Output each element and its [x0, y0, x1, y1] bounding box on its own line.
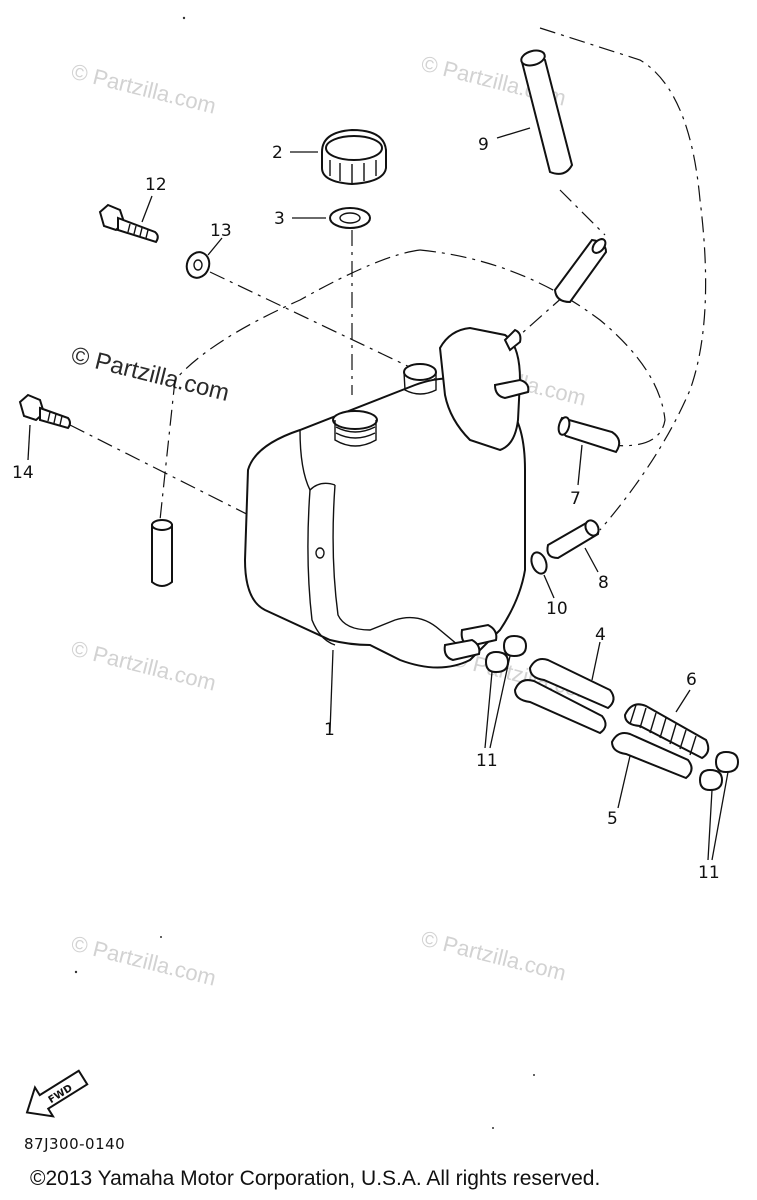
callout-11-right: 11: [698, 863, 720, 883]
watermark-middle-left: © Partzilla.com: [69, 342, 232, 407]
callout-7: 7: [570, 489, 581, 509]
callout-2: 2: [272, 143, 283, 163]
hose-4b: [513, 679, 607, 735]
tank-stud-upper: [493, 378, 530, 400]
callout-10: 10: [546, 599, 568, 619]
callout-4: 4: [595, 625, 606, 645]
callout-11-left: 11: [476, 751, 498, 771]
washer-13: [185, 251, 211, 279]
hose-left-stub: [151, 519, 173, 587]
callout-9: 9: [478, 135, 489, 155]
watermark-bottom-right: © Partzilla.com: [419, 926, 569, 986]
spring-6: [623, 703, 710, 760]
callout-1: 1: [324, 720, 335, 740]
filler-neck: [332, 410, 378, 430]
document-code: 87J300-0140: [24, 1135, 126, 1153]
hose-9: [520, 49, 574, 175]
tank-top-fitting: [503, 328, 522, 352]
specks: [74, 16, 535, 1129]
hose-7: [557, 416, 621, 454]
hose-5: [610, 732, 693, 780]
breather-neck: [403, 363, 437, 381]
bolt-14: [18, 393, 71, 430]
callout-3: 3: [274, 209, 285, 229]
oil-tank: [243, 326, 530, 669]
watermark-lower-left: © Partzilla.com: [69, 636, 219, 696]
clamps-11-left: [484, 634, 528, 674]
filler-cap: [321, 128, 387, 186]
clamps-11-right: [698, 750, 740, 792]
watermark-top-left: © Partzilla.com: [69, 59, 219, 119]
callout-13: 13: [210, 221, 232, 241]
hose-4: [528, 658, 615, 710]
fwd-arrow: FWD: [25, 1069, 89, 1118]
callout-14: 14: [12, 463, 34, 483]
hose-short-upper: [553, 238, 608, 304]
hose-8: [546, 519, 600, 560]
clip-10: [530, 551, 548, 575]
callouts: 1 2 3 4 5 6 7 8 9 10 11 11 12 13 14: [12, 135, 720, 883]
tank-body: [243, 377, 526, 669]
callout-6: 6: [686, 670, 697, 690]
callout-8: 8: [598, 573, 609, 593]
tank-upper: [438, 326, 522, 452]
bolt-12: [98, 203, 159, 244]
tank-stud-lower-2: [443, 638, 481, 662]
copyright-notice: ©2013 Yamaha Motor Corporation, U.S.A. A…: [30, 1167, 601, 1190]
callout-12: 12: [145, 175, 167, 195]
leader-lines: [27, 127, 729, 861]
cap-gasket: [329, 207, 371, 229]
watermark-bottom-left: © Partzilla.com: [69, 931, 219, 991]
callout-5: 5: [607, 809, 618, 829]
